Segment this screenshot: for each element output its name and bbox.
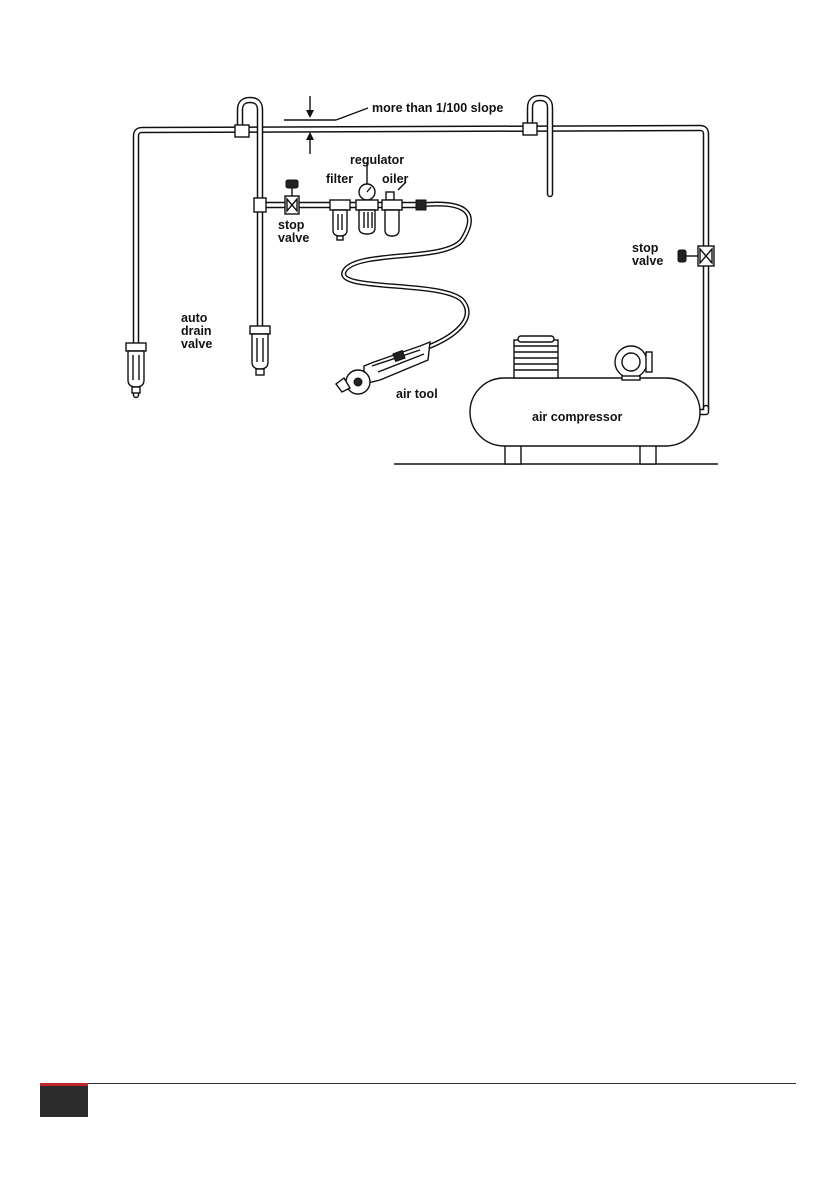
air-compressor: [394, 336, 718, 464]
label-filter: filter: [326, 172, 353, 186]
label-stop-valve-left-line-1: stop: [278, 218, 305, 232]
auto-drain-valve: [250, 326, 270, 375]
label-stop-valve-right-line-2: valve: [632, 254, 663, 268]
label-auto-drain-line-3: valve: [181, 337, 212, 351]
label-regulator: regulator: [350, 153, 404, 167]
footer-tab-accent: [40, 1083, 88, 1086]
label-slope: more than 1/100 slope: [372, 101, 503, 115]
footer-rule: [40, 1083, 796, 1084]
label-air-tool: air tool: [396, 387, 438, 401]
left-gooseneck-drop: [235, 100, 260, 326]
label-stop-valve-right-line-1: stop: [632, 241, 659, 255]
label-auto-drain-line-1: auto: [181, 311, 208, 325]
slope-indicator: [284, 96, 368, 154]
left-end-drain: [126, 343, 146, 393]
label-air-compressor: air compressor: [532, 410, 622, 424]
regulator-unit: [356, 162, 378, 234]
stop-valve-left: [285, 180, 299, 214]
oiler-unit: [382, 182, 406, 236]
filter-unit: [330, 200, 350, 240]
label-auto-drain-line-2: drain: [181, 324, 212, 338]
stop-valve-right: [678, 246, 714, 266]
label-oiler: oiler: [382, 172, 409, 186]
right-gooseneck-drop: [523, 98, 550, 194]
label-stop-valve-left-line-2: valve: [278, 231, 309, 245]
footer-page-tab: [40, 1083, 88, 1117]
